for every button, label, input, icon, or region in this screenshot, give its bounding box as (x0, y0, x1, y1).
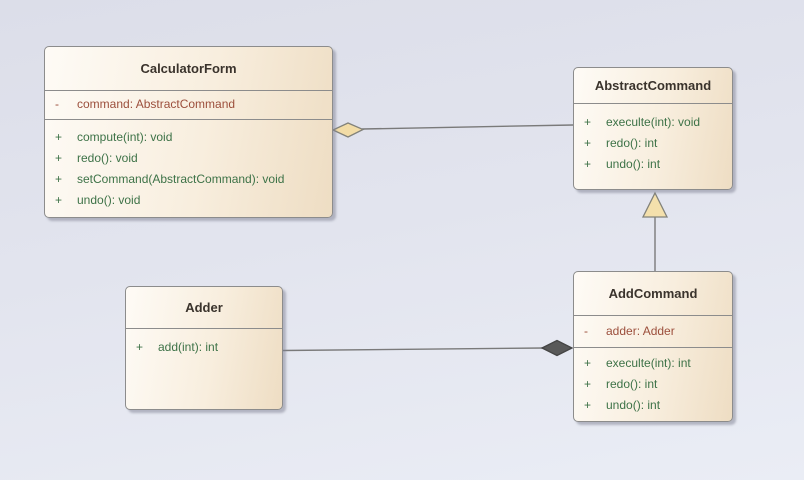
method-text: execulte(int): int (606, 356, 691, 370)
method-text: redo(): void (77, 151, 138, 165)
class-abstractcommand[interactable]: AbstractCommand + execulte(int): void + … (573, 67, 733, 190)
method-row: + compute(int): void (45, 127, 332, 148)
methods-compartment: + compute(int): void + redo(): void + se… (45, 120, 332, 211)
method-row: + execulte(int): int (574, 353, 732, 374)
class-calculatorform[interactable]: CalculatorForm - command: AbstractComman… (44, 46, 333, 218)
attribute-row: - adder: Adder (574, 321, 732, 342)
method-row: + undo(): int (574, 154, 732, 175)
class-title: AddCommand (574, 272, 732, 316)
visibility-sign: + (584, 157, 592, 171)
method-row: + redo(): int (574, 133, 732, 154)
aggregation-line[interactable] (361, 124, 574, 130)
class-title: AbstractCommand (574, 68, 732, 104)
visibility-sign: + (584, 356, 592, 370)
visibility-sign: + (55, 151, 63, 165)
method-text: redo(): int (606, 136, 658, 150)
composition-diamond-icon[interactable] (540, 339, 574, 357)
composition-line[interactable] (282, 347, 545, 352)
attributes-compartment: - adder: Adder (574, 316, 732, 348)
method-text: setCommand(AbstractCommand): void (77, 172, 285, 186)
aggregation-connector[interactable] (331, 122, 574, 138)
method-row: + redo(): void (45, 148, 332, 169)
method-row: + redo(): int (574, 374, 732, 395)
method-text: undo(): int (606, 157, 661, 171)
methods-compartment: + execulte(int): int + redo(): int + und… (574, 348, 732, 416)
methods-compartment: + add(int): int (126, 329, 282, 358)
visibility-sign: + (584, 377, 592, 391)
visibility-sign: - (584, 324, 588, 338)
attributes-compartment: - command: AbstractCommand (45, 91, 332, 120)
method-text: redo(): int (606, 377, 658, 391)
method-text: undo(): int (606, 398, 661, 412)
aggregation-diamond-icon[interactable] (331, 122, 365, 138)
visibility-sign: + (584, 398, 592, 412)
method-text: add(int): int (158, 340, 219, 354)
method-row: + undo(): int (574, 395, 732, 416)
generalization-triangle-icon[interactable] (641, 191, 669, 218)
method-row: + setCommand(AbstractCommand): void (45, 169, 332, 190)
method-text: compute(int): void (77, 130, 173, 144)
visibility-sign: + (55, 130, 63, 144)
method-text: execulte(int): void (606, 115, 701, 129)
class-title: CalculatorForm (45, 47, 332, 91)
visibility-sign: - (55, 97, 59, 111)
method-row: + add(int): int (126, 337, 282, 358)
method-text: undo(): void (77, 193, 141, 207)
class-adder[interactable]: Adder + add(int): int (125, 286, 283, 410)
class-addcommand[interactable]: AddCommand - adder: Adder + execulte(int… (573, 271, 733, 422)
visibility-sign: + (584, 115, 592, 129)
methods-compartment: + execulte(int): void + redo(): int + un… (574, 104, 732, 175)
visibility-sign: + (55, 193, 63, 207)
visibility-sign: + (584, 136, 592, 150)
visibility-sign: + (55, 172, 63, 186)
method-row: + execulte(int): void (574, 112, 732, 133)
composition-connector[interactable] (282, 339, 574, 357)
attribute-text: adder: Adder (606, 324, 675, 338)
attribute-text: command: AbstractCommand (77, 97, 236, 111)
attribute-row: - command: AbstractCommand (45, 94, 332, 115)
visibility-sign: + (136, 340, 144, 354)
method-row: + undo(): void (45, 190, 332, 211)
generalization-connector[interactable] (641, 191, 669, 271)
class-title: Adder (126, 287, 282, 329)
